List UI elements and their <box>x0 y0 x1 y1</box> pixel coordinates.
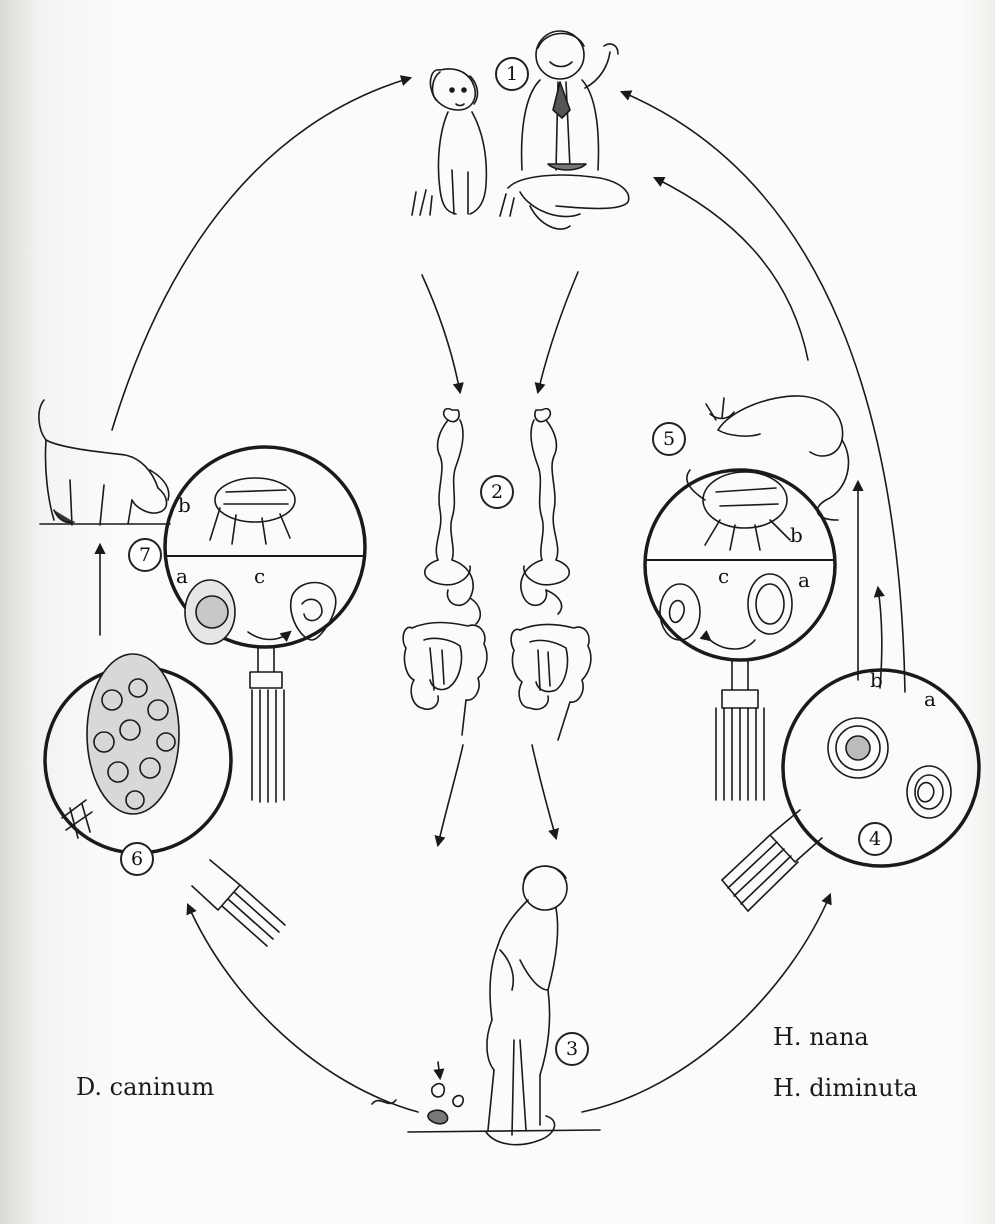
stage-4-number: 4 <box>858 822 892 856</box>
species-label-d-caninum: D. caninum <box>76 1073 214 1101</box>
arrow-intestine-right-to-human <box>532 745 556 838</box>
arrow-human-to-intestine-left <box>422 275 460 392</box>
stage-1-number: 1 <box>495 57 529 91</box>
intestine-right-drawing <box>511 409 591 740</box>
stage-7-letter-a: a <box>176 564 188 588</box>
stage-5-letter-b: b <box>790 523 803 547</box>
stage-5-magnifier <box>645 396 849 800</box>
stage-7-number: 7 <box>128 538 162 572</box>
arrow-rat-to-human <box>655 178 808 360</box>
stage-7-letter-b: b <box>178 493 191 517</box>
intestine-left-drawing <box>403 409 487 735</box>
species-label-h-diminuta: H. diminuta <box>773 1074 918 1102</box>
stage-5-letter-a: a <box>798 568 810 592</box>
stage-5-number: 5 <box>652 422 686 456</box>
arrow-human-to-intestine-right <box>538 272 578 392</box>
stage-4-letter-b: b <box>870 668 883 692</box>
arrow-dog-to-human <box>112 78 410 430</box>
species-label-h-nana: H. nana <box>773 1023 869 1051</box>
stage-2-number: 2 <box>480 475 514 509</box>
stage-5-letter-c: c <box>718 564 729 588</box>
arrow-human-to-stage-6 <box>188 905 418 1112</box>
arrow-intestine-left-to-human <box>438 745 463 845</box>
boy-with-abdominal-pain-drawing <box>372 866 600 1145</box>
sniffing-dog-drawing <box>39 400 170 525</box>
stage-4-letter-a: a <box>924 687 936 711</box>
stage-4-magnifier <box>722 670 979 911</box>
stage-3-number: 3 <box>555 1032 589 1066</box>
stage-7-magnifier <box>165 447 365 802</box>
stage-6-number: 6 <box>120 842 154 876</box>
stage-7-letter-c: c <box>254 564 265 588</box>
stage-6-magnifier <box>45 654 285 946</box>
